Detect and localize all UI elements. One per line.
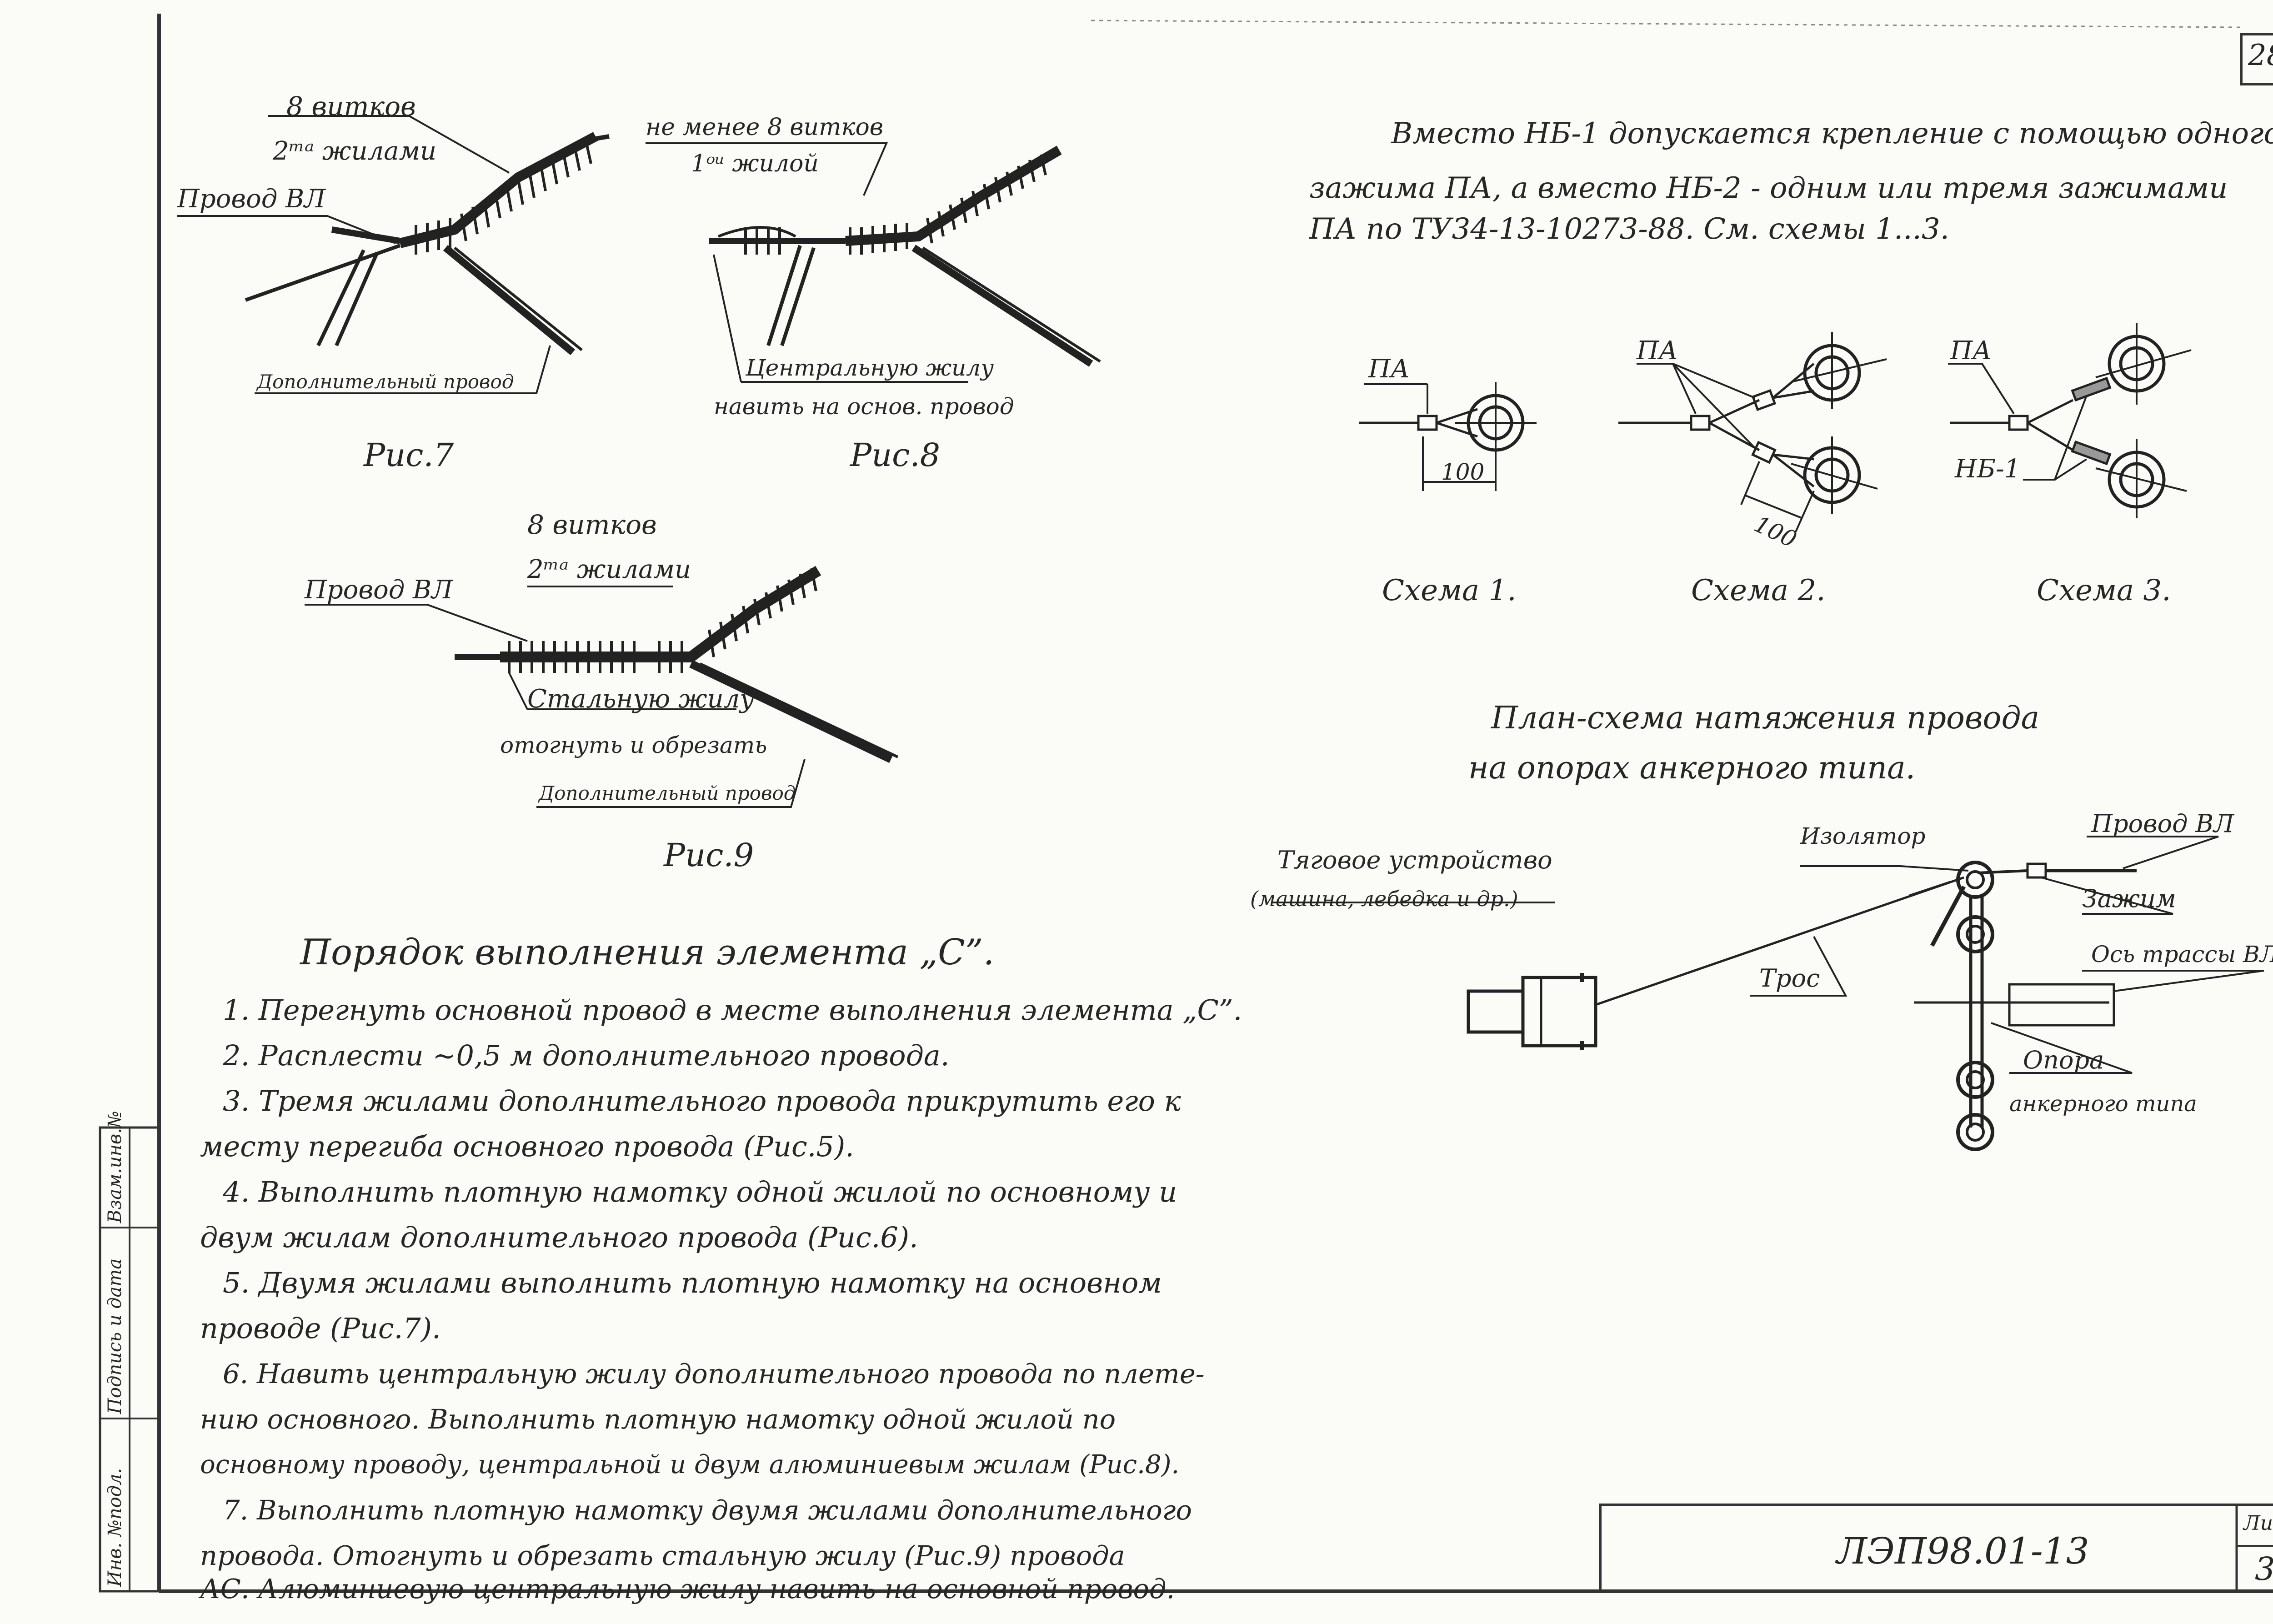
fig9-steel-label: Стальную жилу: [527, 684, 755, 714]
plan-insulator-label: Изолятор: [1800, 823, 1926, 849]
plan-support-label: Опора: [2023, 1046, 2104, 1074]
procedure-line-6: двум жилам дополнительного провода (Рис.…: [200, 1221, 918, 1254]
fig9-wire-label: Провод ВЛ: [305, 575, 453, 605]
stamp-podpis: Подпись и дата: [105, 1258, 125, 1414]
plan-traction-label: Тяговое устройство: [1277, 846, 1552, 874]
fig8-central-label: Центральную жилу: [746, 355, 994, 381]
scheme1-pa-label: ПА: [1368, 354, 1410, 384]
fig7-wire-label: Провод ВЛ: [177, 184, 325, 214]
fig7-caption: Рис.7: [364, 436, 454, 474]
procedure-line-11: основному проводу, центральной и двум ал…: [200, 1450, 1180, 1479]
note-line-1: Вместо НБ-1 допускается крепление с помо…: [1391, 117, 2273, 150]
page-number: 28: [2248, 39, 2273, 72]
scheme3-drawing: [1948, 323, 2192, 518]
sheet-list-number: 3: [2255, 1550, 2273, 1588]
scheme1-caption: Схема 1.: [1382, 574, 1517, 607]
procedure-line-7: 5. Двумя жилами выполнить плотную намотк…: [223, 1266, 1162, 1299]
plan-rope-label: Трос: [1759, 964, 1820, 992]
procedure-line-8: проводе (Рис.7).: [200, 1312, 441, 1345]
fig9-caption: Рис.9: [664, 837, 754, 874]
procedure-line-10: нию основного. Выполнить плотную намотку…: [200, 1403, 1116, 1435]
note-line-2: зажима ПА, а вместо НБ-2 - одним или тре…: [1309, 171, 2228, 205]
procedure-line-14: АС. Алюминиевую центральную жилу навить …: [200, 1573, 1175, 1604]
fig8-turns-label: не менее 8 витков: [646, 114, 884, 141]
scheme2-caption: Схема 2.: [1691, 574, 1826, 607]
plan-axis-label: Ось трассы ВЛ: [2091, 941, 2273, 967]
sheet-list-label: Лист: [2243, 1512, 2273, 1535]
fig9-drawing: [305, 566, 899, 808]
fig7-turns-label: 8 витков: [286, 91, 416, 122]
plan-traction2-label: (машина, лебедка и др.): [1250, 887, 1518, 911]
procedure-line-3: 3. Тремя жилами дополнительного провода …: [223, 1084, 1181, 1118]
fig8-caption: Рис.8: [850, 436, 941, 474]
fig7-cores-label: 2ᵐᵃ жилами: [273, 136, 437, 166]
scheme3-nb1-label: НБ-1: [1954, 454, 2021, 484]
fig9-cores-label: 2ᵐᵃ жилами: [527, 555, 691, 584]
fig8-drawing: [646, 142, 1101, 383]
procedure-line-1: 1. Перегнуть основной провод в месте вып…: [223, 993, 1242, 1027]
procedure-line-12: 7. Выполнить плотную намотку двумя жилам…: [223, 1494, 1192, 1526]
procedure-line-2: 2. Расплести ~0,5 м дополнительного пров…: [223, 1039, 950, 1072]
procedure-title: Порядок выполнения элемента „С”.: [300, 932, 995, 973]
plan-title-2: на опорах анкерного типа.: [1468, 750, 1916, 786]
doc-code: ЛЭП98.01-13: [1837, 1530, 2089, 1572]
stamp-inv-podl: Инв. №подл.: [105, 1468, 125, 1587]
scheme2-pa-label: ПА: [1636, 336, 1678, 366]
scheme1-drawing: [1359, 382, 1537, 491]
scheme1-dim-label: 100: [1441, 459, 1484, 485]
scheme3-pa-label: ПА: [1950, 336, 1992, 366]
fig7-drawing: [177, 115, 610, 394]
fig9-steel2-label: отогнуть и обрезать: [500, 732, 767, 758]
note-line-3: ПА по ТУ34-13-10273-88. См. схемы 1...3.: [1309, 212, 1949, 246]
fig8-central2-label: навить на основ. провод: [714, 393, 1014, 420]
fig9-extra-label: Дополнительный провод: [539, 782, 796, 804]
fig9-turns-label: 8 витков: [527, 509, 657, 540]
fig7-extra-label: Дополнительный провод: [257, 371, 514, 393]
procedure-line-9: 6. Навить центральную жилу дополнительно…: [223, 1358, 1205, 1389]
plan-title-1: План-схема натяжения провода: [1491, 700, 2040, 736]
plan-clamp-label: Зажим: [2082, 884, 2176, 913]
plan-drawing: [1273, 836, 2264, 1151]
scheme2-drawing: [1618, 332, 1887, 532]
plan-wire-label: Провод ВЛ: [2091, 809, 2234, 838]
scheme2-dim-label: 100: [1750, 511, 1801, 553]
scheme3-caption: Схема 3.: [2037, 574, 2171, 607]
procedure-line-4: месту перегиба основного провода (Рис.5)…: [200, 1130, 854, 1163]
procedure-line-13: провода. Отогнуть и обрезать стальную жи…: [200, 1540, 1125, 1571]
stamp-vzam: Взам.инв.№: [105, 1111, 125, 1223]
fig8-cores-label: 1ᵒᵘ жилой: [691, 150, 819, 177]
procedure-line-5: 4. Выполнить плотную намотку одной жилой…: [223, 1175, 1177, 1208]
plan-support2-label: анкерного типа: [2009, 1091, 2197, 1117]
